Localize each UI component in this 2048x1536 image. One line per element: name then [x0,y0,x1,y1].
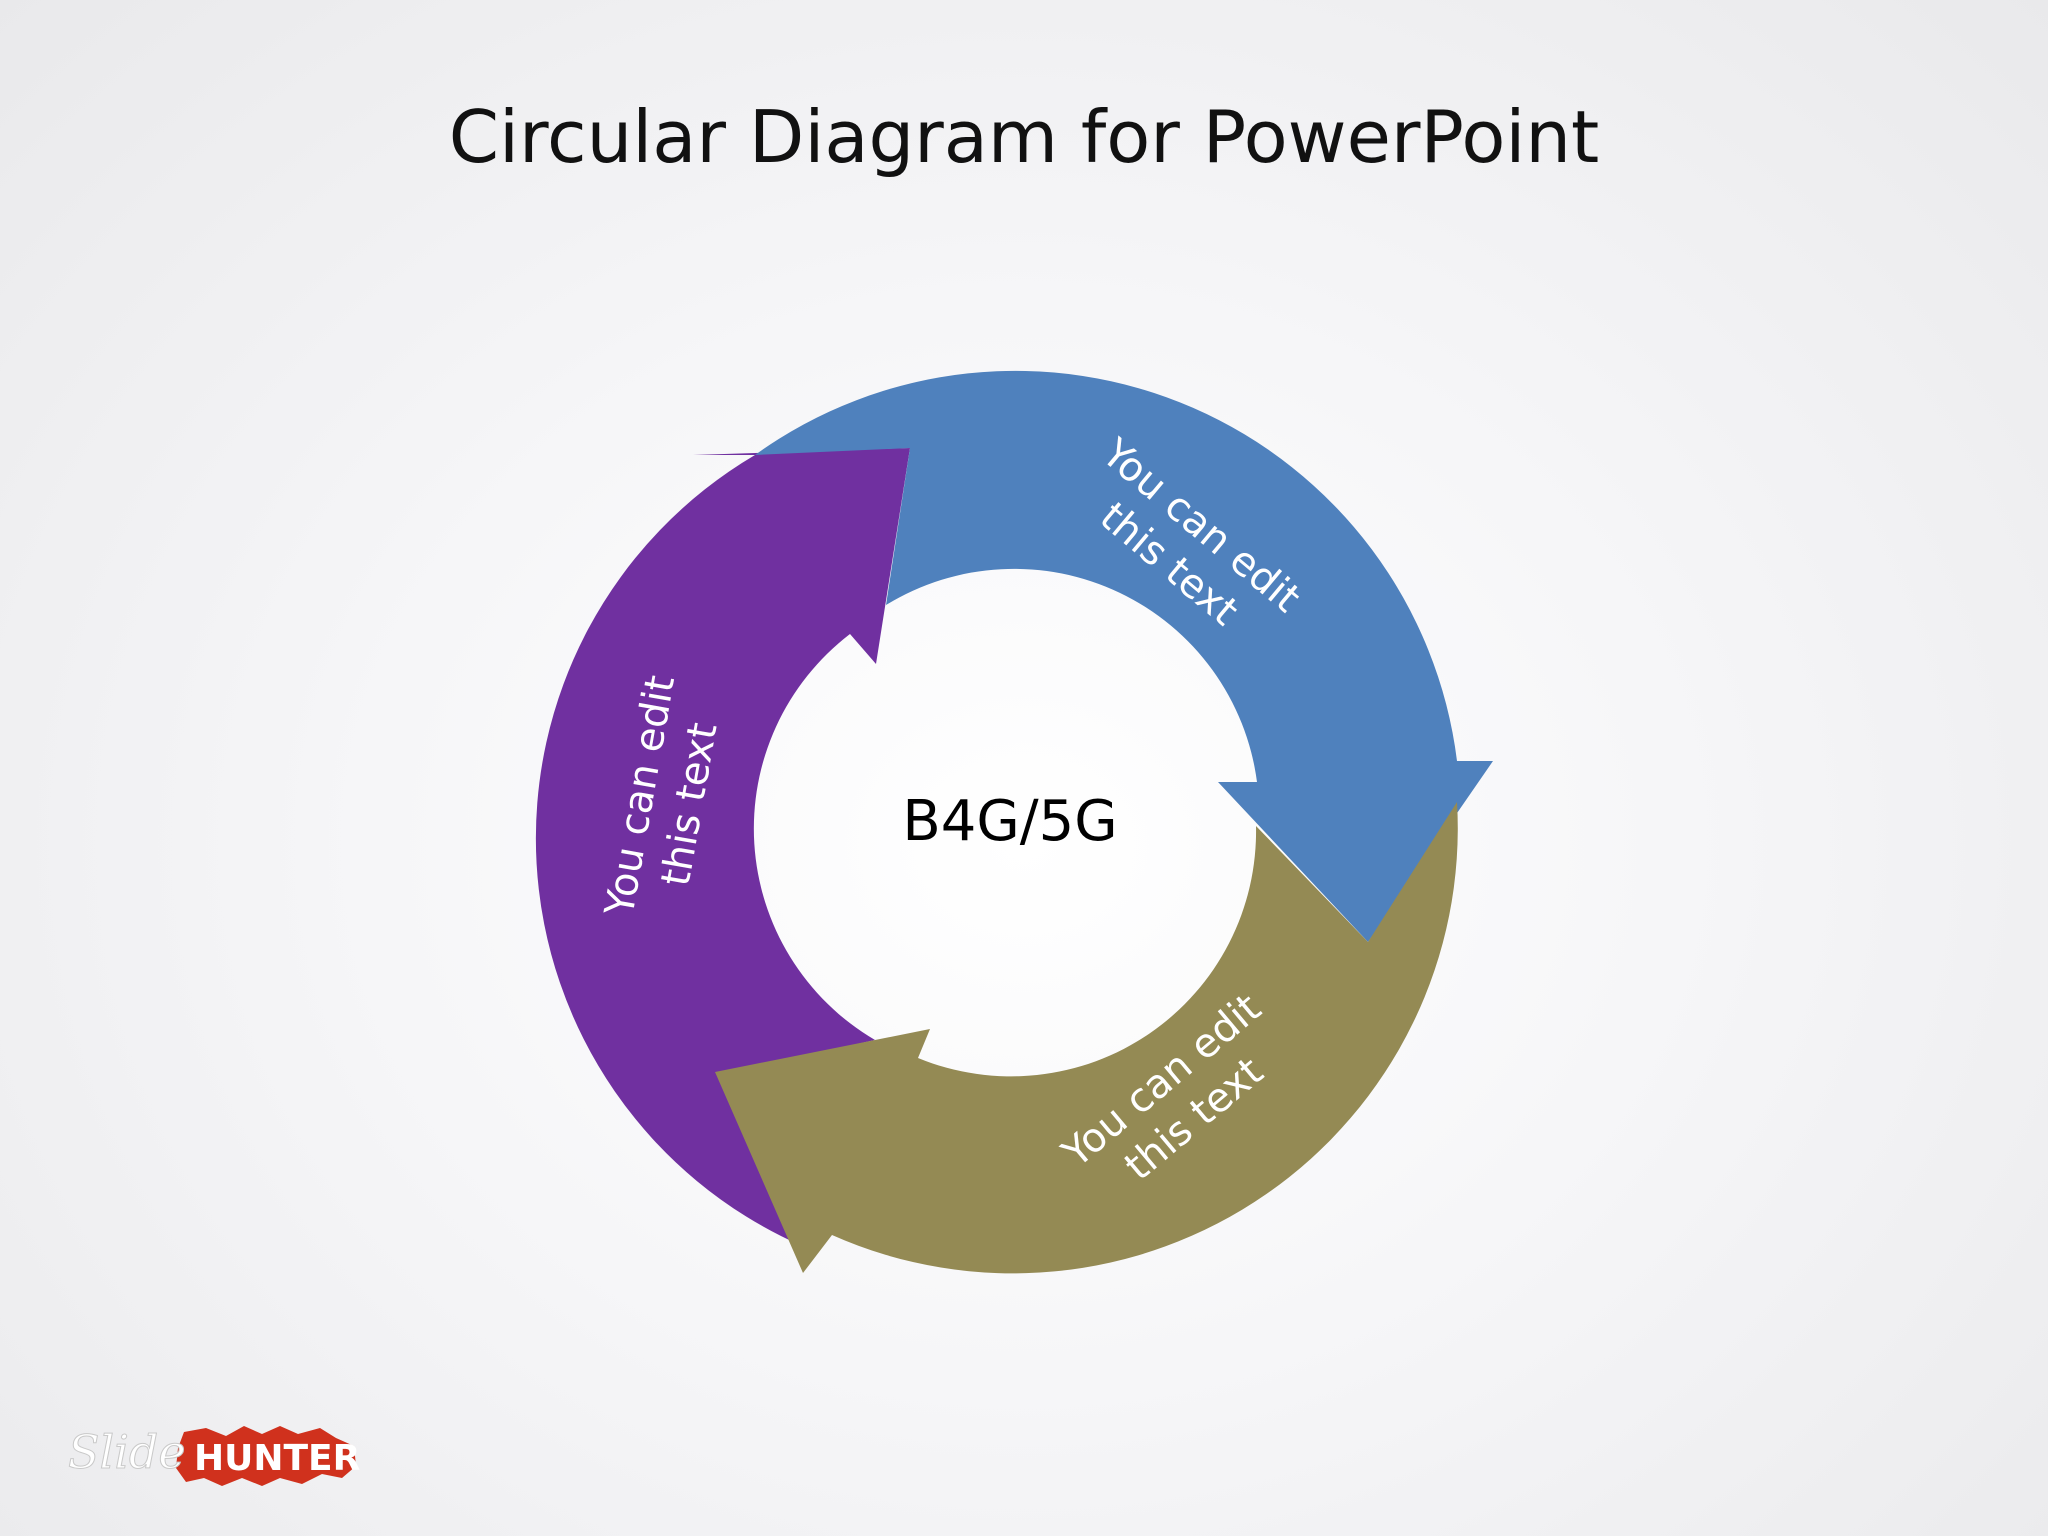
logo-slide-text: Slide [68,1425,186,1479]
arrow-segment-olive [715,802,1458,1274]
arrow-segment-blue [755,370,1493,942]
slide-title: Circular Diagram for PowerPoint [448,95,1600,179]
hunter-badge [176,1426,356,1486]
slidehunter-logo: Slide HUNTER [68,1425,360,1486]
arrow-segment-purple [535,448,910,1245]
center-label: B4G/5G [902,789,1117,854]
logo-hunter-text: HUNTER [194,1438,360,1479]
